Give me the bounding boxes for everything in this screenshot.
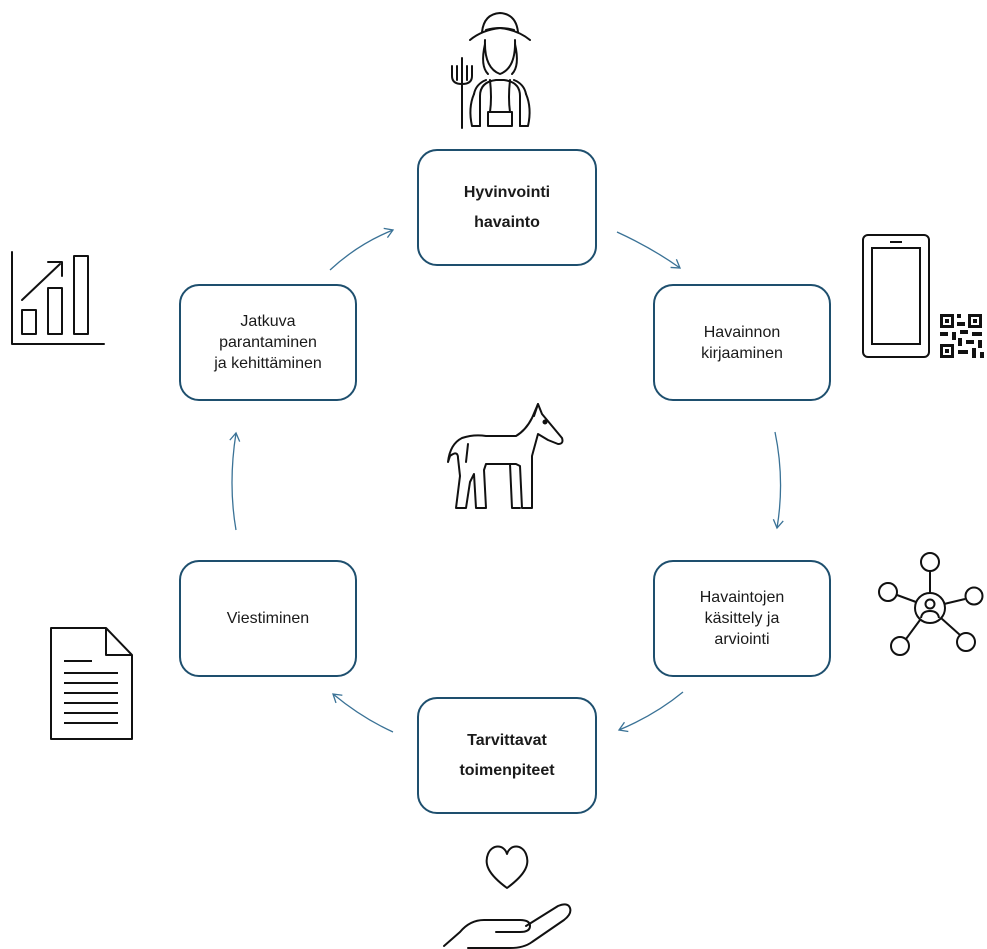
- node-processing-label: Havaintojen käsittely ja arviointi: [699, 589, 785, 648]
- arrow-recording-to-processing: [772, 431, 784, 530]
- node-observation-label: Hyvinvointi havainto: [463, 183, 551, 231]
- network-icon: [878, 552, 984, 656]
- node-recording-label: Havainnon kirjaaminen: [701, 323, 783, 362]
- document-icon: [50, 627, 133, 740]
- node-actions-label: Tarvittavat toimenpiteet: [459, 731, 555, 779]
- node-actions: Tarvittavat toimenpiteet: [417, 697, 597, 814]
- bar-chart-icon: [11, 251, 105, 345]
- node-observation: Hyvinvointi havainto: [417, 149, 597, 266]
- arrow-communication-to-improvement: [229, 431, 241, 531]
- node-improvement-label: Jatkuva parantaminen ja kehittäminen: [214, 313, 322, 372]
- node-communication: Viestiminen: [179, 560, 357, 677]
- smartphone-qr-icon: [862, 234, 984, 358]
- heart-hand-icon: [443, 845, 572, 949]
- horse-icon: [447, 403, 564, 509]
- arrow-improvement-to-observation: [329, 227, 395, 271]
- arrow-actions-to-communication: [332, 693, 394, 733]
- farmer-icon: [451, 12, 531, 129]
- node-communication-label: Viestiminen: [226, 610, 310, 627]
- arrow-processing-to-actions: [617, 691, 684, 733]
- node-improvement: Jatkuva parantaminen ja kehittäminen: [179, 284, 357, 401]
- arrow-observation-to-recording: [616, 231, 681, 269]
- node-recording: Havainnon kirjaaminen: [653, 284, 831, 401]
- node-processing: Havaintojen käsittely ja arviointi: [653, 560, 831, 677]
